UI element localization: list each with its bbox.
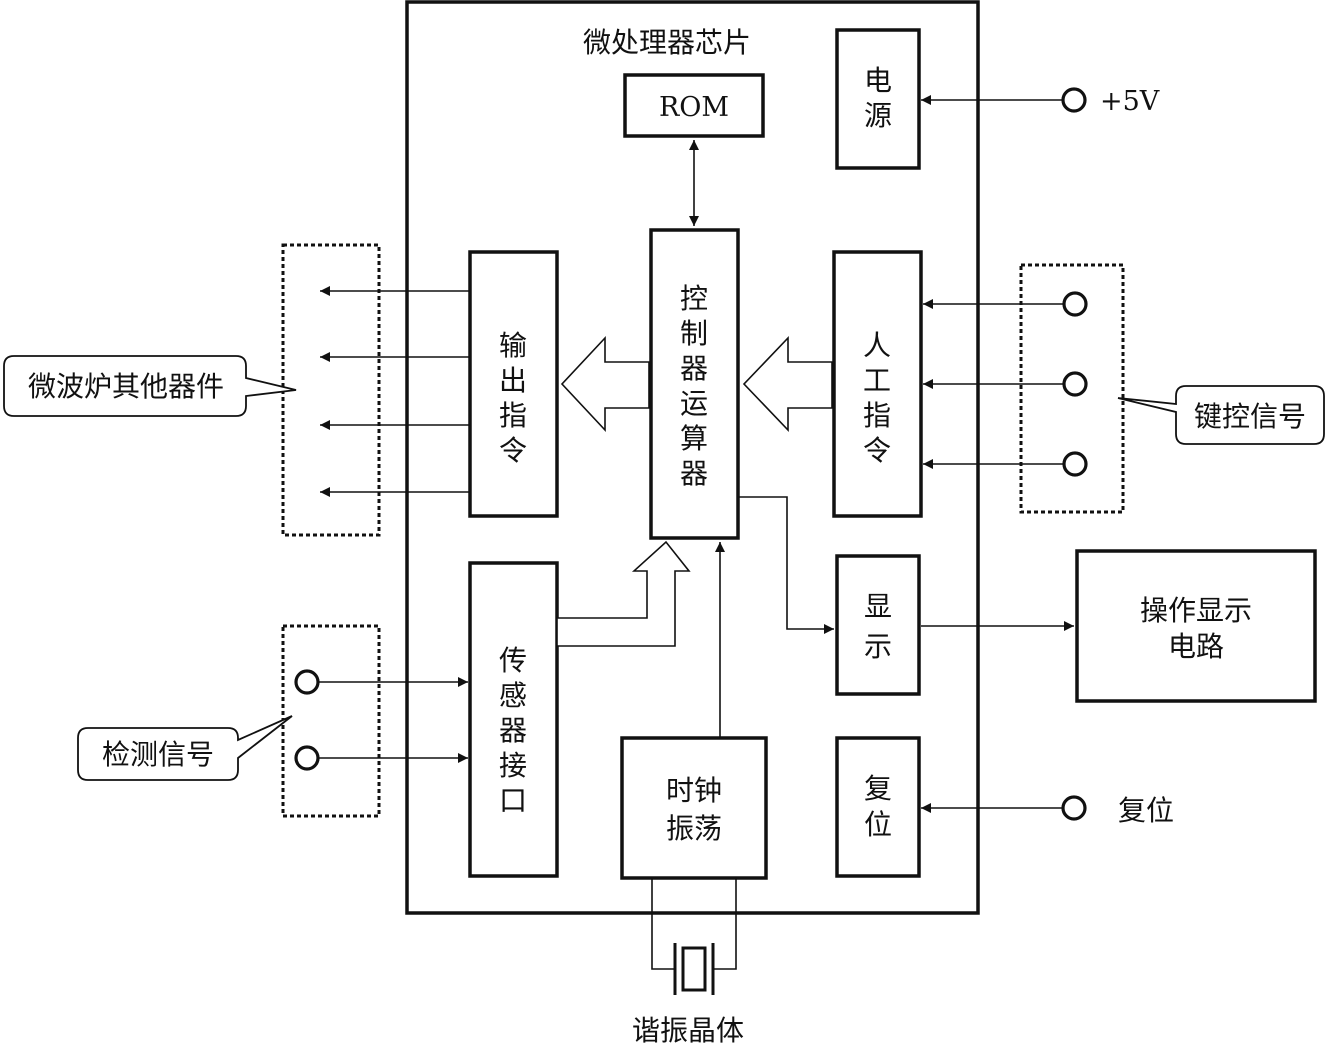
chip-title: 微处理器芯片 xyxy=(583,26,751,59)
sensor-to-controller-arrow xyxy=(556,540,691,647)
detect-signal-callout: 检测信号 xyxy=(77,715,293,781)
detect-terminals-dashed-box xyxy=(281,624,381,818)
key-signal-callout: 键控信号 xyxy=(1117,385,1325,445)
display-char: 显 xyxy=(864,590,892,623)
key-terminals-dashed-box xyxy=(1019,263,1125,514)
manual-char: 人 xyxy=(863,329,891,362)
output-char: 令 xyxy=(499,434,527,467)
other-parts-callout: 微波炉其他器件 xyxy=(3,355,297,417)
clock-oscillator-block: 时钟 振荡 xyxy=(620,736,768,880)
manual-char: 工 xyxy=(863,364,891,397)
power-char: 电 xyxy=(864,64,892,97)
reset-input-label: 复位 xyxy=(1118,794,1174,827)
reset-block: 复 位 xyxy=(835,736,921,878)
power-terminal xyxy=(1061,87,1087,113)
display-block: 显 示 xyxy=(835,554,921,696)
controller-char: 制 xyxy=(680,317,708,350)
reset-char: 位 xyxy=(864,808,892,841)
output-char: 指 xyxy=(499,399,527,432)
clock-line: 振荡 xyxy=(666,812,722,845)
sensor-char: 传 xyxy=(499,644,527,677)
crystal-label: 谐振晶体 xyxy=(632,1014,744,1046)
reset-char: 复 xyxy=(864,772,892,805)
key-terminal xyxy=(1062,291,1088,317)
clock-line: 时钟 xyxy=(666,774,722,807)
controller-block: 控 制 器 运 算 器 xyxy=(649,228,740,540)
controller-char: 器 xyxy=(680,352,708,385)
op-display-line: 操作显示 xyxy=(1140,594,1252,627)
op-display-line: 电路 xyxy=(1168,630,1224,663)
key-terminal xyxy=(1062,371,1088,397)
power-block: 电 源 xyxy=(835,28,921,170)
reset-terminal xyxy=(1061,795,1087,821)
sensor-char: 接 xyxy=(499,749,527,782)
detect-terminal xyxy=(294,669,320,695)
detect-signal-label: 检测信号 xyxy=(102,738,214,771)
controller-char: 控 xyxy=(680,282,708,315)
sensor-char: 感 xyxy=(499,679,527,712)
crystal-symbol xyxy=(651,878,737,995)
power-char: 源 xyxy=(864,99,892,132)
manual-char: 指 xyxy=(863,399,891,432)
rom-block: ROM xyxy=(623,73,765,138)
controller-char: 算 xyxy=(680,422,708,455)
controller-char: 运 xyxy=(680,387,708,420)
plus5v-label: +5V xyxy=(1100,86,1160,117)
manual-char: 令 xyxy=(863,434,891,467)
key-signal-label: 键控信号 xyxy=(1194,400,1306,433)
sensor-char: 器 xyxy=(499,714,527,747)
output-command-block: 输 出 指 令 xyxy=(468,250,559,518)
other-parts-label: 微波炉其他器件 xyxy=(28,370,224,403)
operation-display-circuit-block: 操作显示 电路 xyxy=(1075,549,1317,703)
display-char: 示 xyxy=(864,630,892,663)
controller-char: 器 xyxy=(680,457,708,490)
output-char: 输 xyxy=(499,329,527,362)
manual-command-block: 人 工 指 令 xyxy=(832,250,923,518)
rom-label: ROM xyxy=(659,92,729,123)
detect-terminal xyxy=(294,745,320,771)
controller-to-output-arrow xyxy=(560,335,650,433)
output-char: 出 xyxy=(499,364,527,397)
sensor-interface-block: 传 感 器 接 口 xyxy=(468,561,559,878)
key-terminal xyxy=(1062,451,1088,477)
manual-to-controller-arrow xyxy=(742,336,833,432)
controller-to-display-line xyxy=(738,496,834,634)
sensor-char: 口 xyxy=(499,784,527,817)
